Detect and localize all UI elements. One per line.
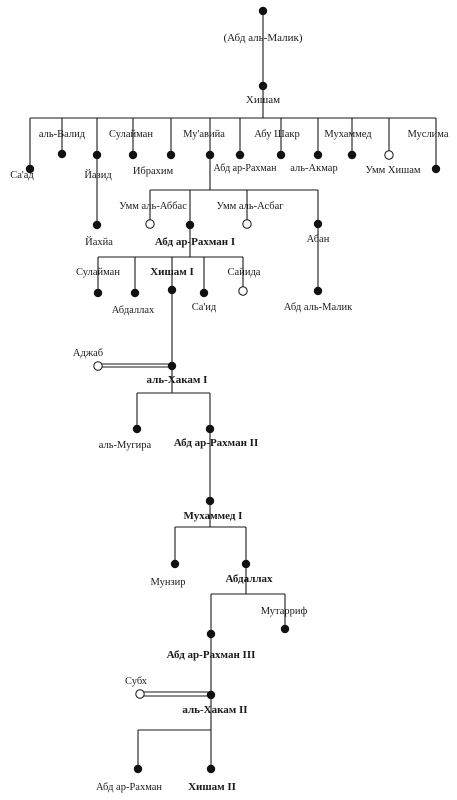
node-abu-shakr <box>276 150 286 160</box>
node-abd-ar-rahman-3 <box>206 629 216 639</box>
node-said <box>199 288 209 298</box>
node-sulayman2 <box>93 288 103 298</box>
node-al-walid <box>57 149 67 159</box>
node-muhammad-1 <box>205 496 215 506</box>
label-aban: Абан <box>307 234 330 245</box>
node-abd-al-malik-root <box>258 6 268 16</box>
label-al-mughira: аль-Мугира <box>99 440 152 451</box>
label-abd-ar-rahman-s: Абд ар-Рахман <box>214 163 278 174</box>
label-mutarrif: Мутарриф <box>261 606 308 617</box>
label-umm-al-asbag: Умм аль-Асбаг <box>216 201 284 212</box>
label-sayyida: Сайида <box>228 267 261 278</box>
label-abd-ar-rahman-3: Абд ар-Рахман III <box>167 649 256 661</box>
node-subh <box>135 689 145 699</box>
label-umm-hisham: Умм Хишам <box>365 165 420 176</box>
node-sulayman <box>128 150 138 160</box>
node-muhammad <box>347 150 357 160</box>
label-hisham: Хишам <box>246 94 280 106</box>
tree-lines <box>29 13 437 768</box>
node-abd-al-malik2 <box>313 286 323 296</box>
node-mutarrif <box>280 624 290 634</box>
person-nodes <box>25 6 441 774</box>
node-muawiya <box>205 150 215 160</box>
label-muslima: Муслима <box>407 129 448 140</box>
node-abd-ar-rahman-s <box>235 150 245 160</box>
label-sulayman2: Сулайман <box>76 267 120 278</box>
node-umm-al-abbas <box>145 219 155 229</box>
label-yahya: Йахйа <box>85 236 113 248</box>
label-abdallah-b: Абдаллах <box>225 573 273 585</box>
node-saad <box>25 164 35 174</box>
node-abdallah-a <box>130 288 140 298</box>
label-hisham-1: Хишам I <box>150 266 194 278</box>
node-abd-ar-rahman-1 <box>185 220 195 230</box>
label-saad: Са'ад <box>10 170 34 181</box>
label-munzir: Мунзир <box>151 577 186 588</box>
node-munzir <box>170 559 180 569</box>
node-al-hakam-1 <box>167 361 177 371</box>
node-al-mughira <box>132 424 142 434</box>
node-abd-ar-rahman-2 <box>205 424 215 434</box>
label-al-hakam-2: аль-Хакам II <box>182 704 247 716</box>
label-muhammad-1: Мухаммед I <box>184 510 243 522</box>
node-al-akmar <box>313 150 323 160</box>
node-ibrahim <box>166 150 176 160</box>
node-aban <box>313 219 323 229</box>
node-ajab <box>93 361 103 371</box>
label-muhammad: Мухаммед <box>324 129 372 140</box>
label-al-akmar: аль-Акмар <box>290 163 337 174</box>
label-subh: Субх <box>125 676 148 687</box>
label-abd-ar-rahman-2: Абд ар-Рахман II <box>174 437 259 449</box>
label-ajab: Аджаб <box>73 348 103 359</box>
label-muawiya: Му'авийа <box>183 129 225 140</box>
label-abdallah-a: Абдаллах <box>112 305 155 316</box>
label-al-hakam-1: аль-Хакам I <box>147 374 208 386</box>
node-abd-ar-rahman-last <box>133 764 143 774</box>
node-muslima <box>431 164 441 174</box>
node-hisham-2 <box>206 764 216 774</box>
node-yahya <box>92 220 102 230</box>
node-hisham <box>258 81 268 91</box>
label-hisham-2: Хишам II <box>188 781 236 793</box>
person-labels: (Абд аль-Малик) Хишам аль-Валид Сулайман… <box>10 32 449 793</box>
label-abd-ar-rahman-last: Абд ар-Рахман <box>96 782 162 793</box>
node-al-hakam-2 <box>206 690 216 700</box>
label-sulayman: Сулайман <box>109 129 153 140</box>
label-yazid: Йазид <box>84 169 112 181</box>
label-abd-al-malik-root: (Абд аль-Малик) <box>223 32 302 44</box>
label-said: Са'ид <box>192 302 217 313</box>
label-abd-al-malik2: Абд аль-Малик <box>284 302 353 313</box>
label-ibrahim: Ибрахим <box>133 166 174 177</box>
label-umm-al-abbas: Умм аль-Аббас <box>119 201 187 212</box>
node-sayyida <box>238 286 248 296</box>
node-umm-hisham <box>384 150 394 160</box>
node-umm-al-asbag <box>242 219 252 229</box>
node-abdallah-b <box>241 559 251 569</box>
label-abu-shakr: Абу Шакр <box>254 129 299 140</box>
node-hisham-1 <box>167 285 177 295</box>
label-abd-ar-rahman-1: Абд ар-Рахман I <box>155 236 235 248</box>
node-yazid <box>92 150 102 160</box>
label-al-walid: аль-Валид <box>39 129 86 140</box>
